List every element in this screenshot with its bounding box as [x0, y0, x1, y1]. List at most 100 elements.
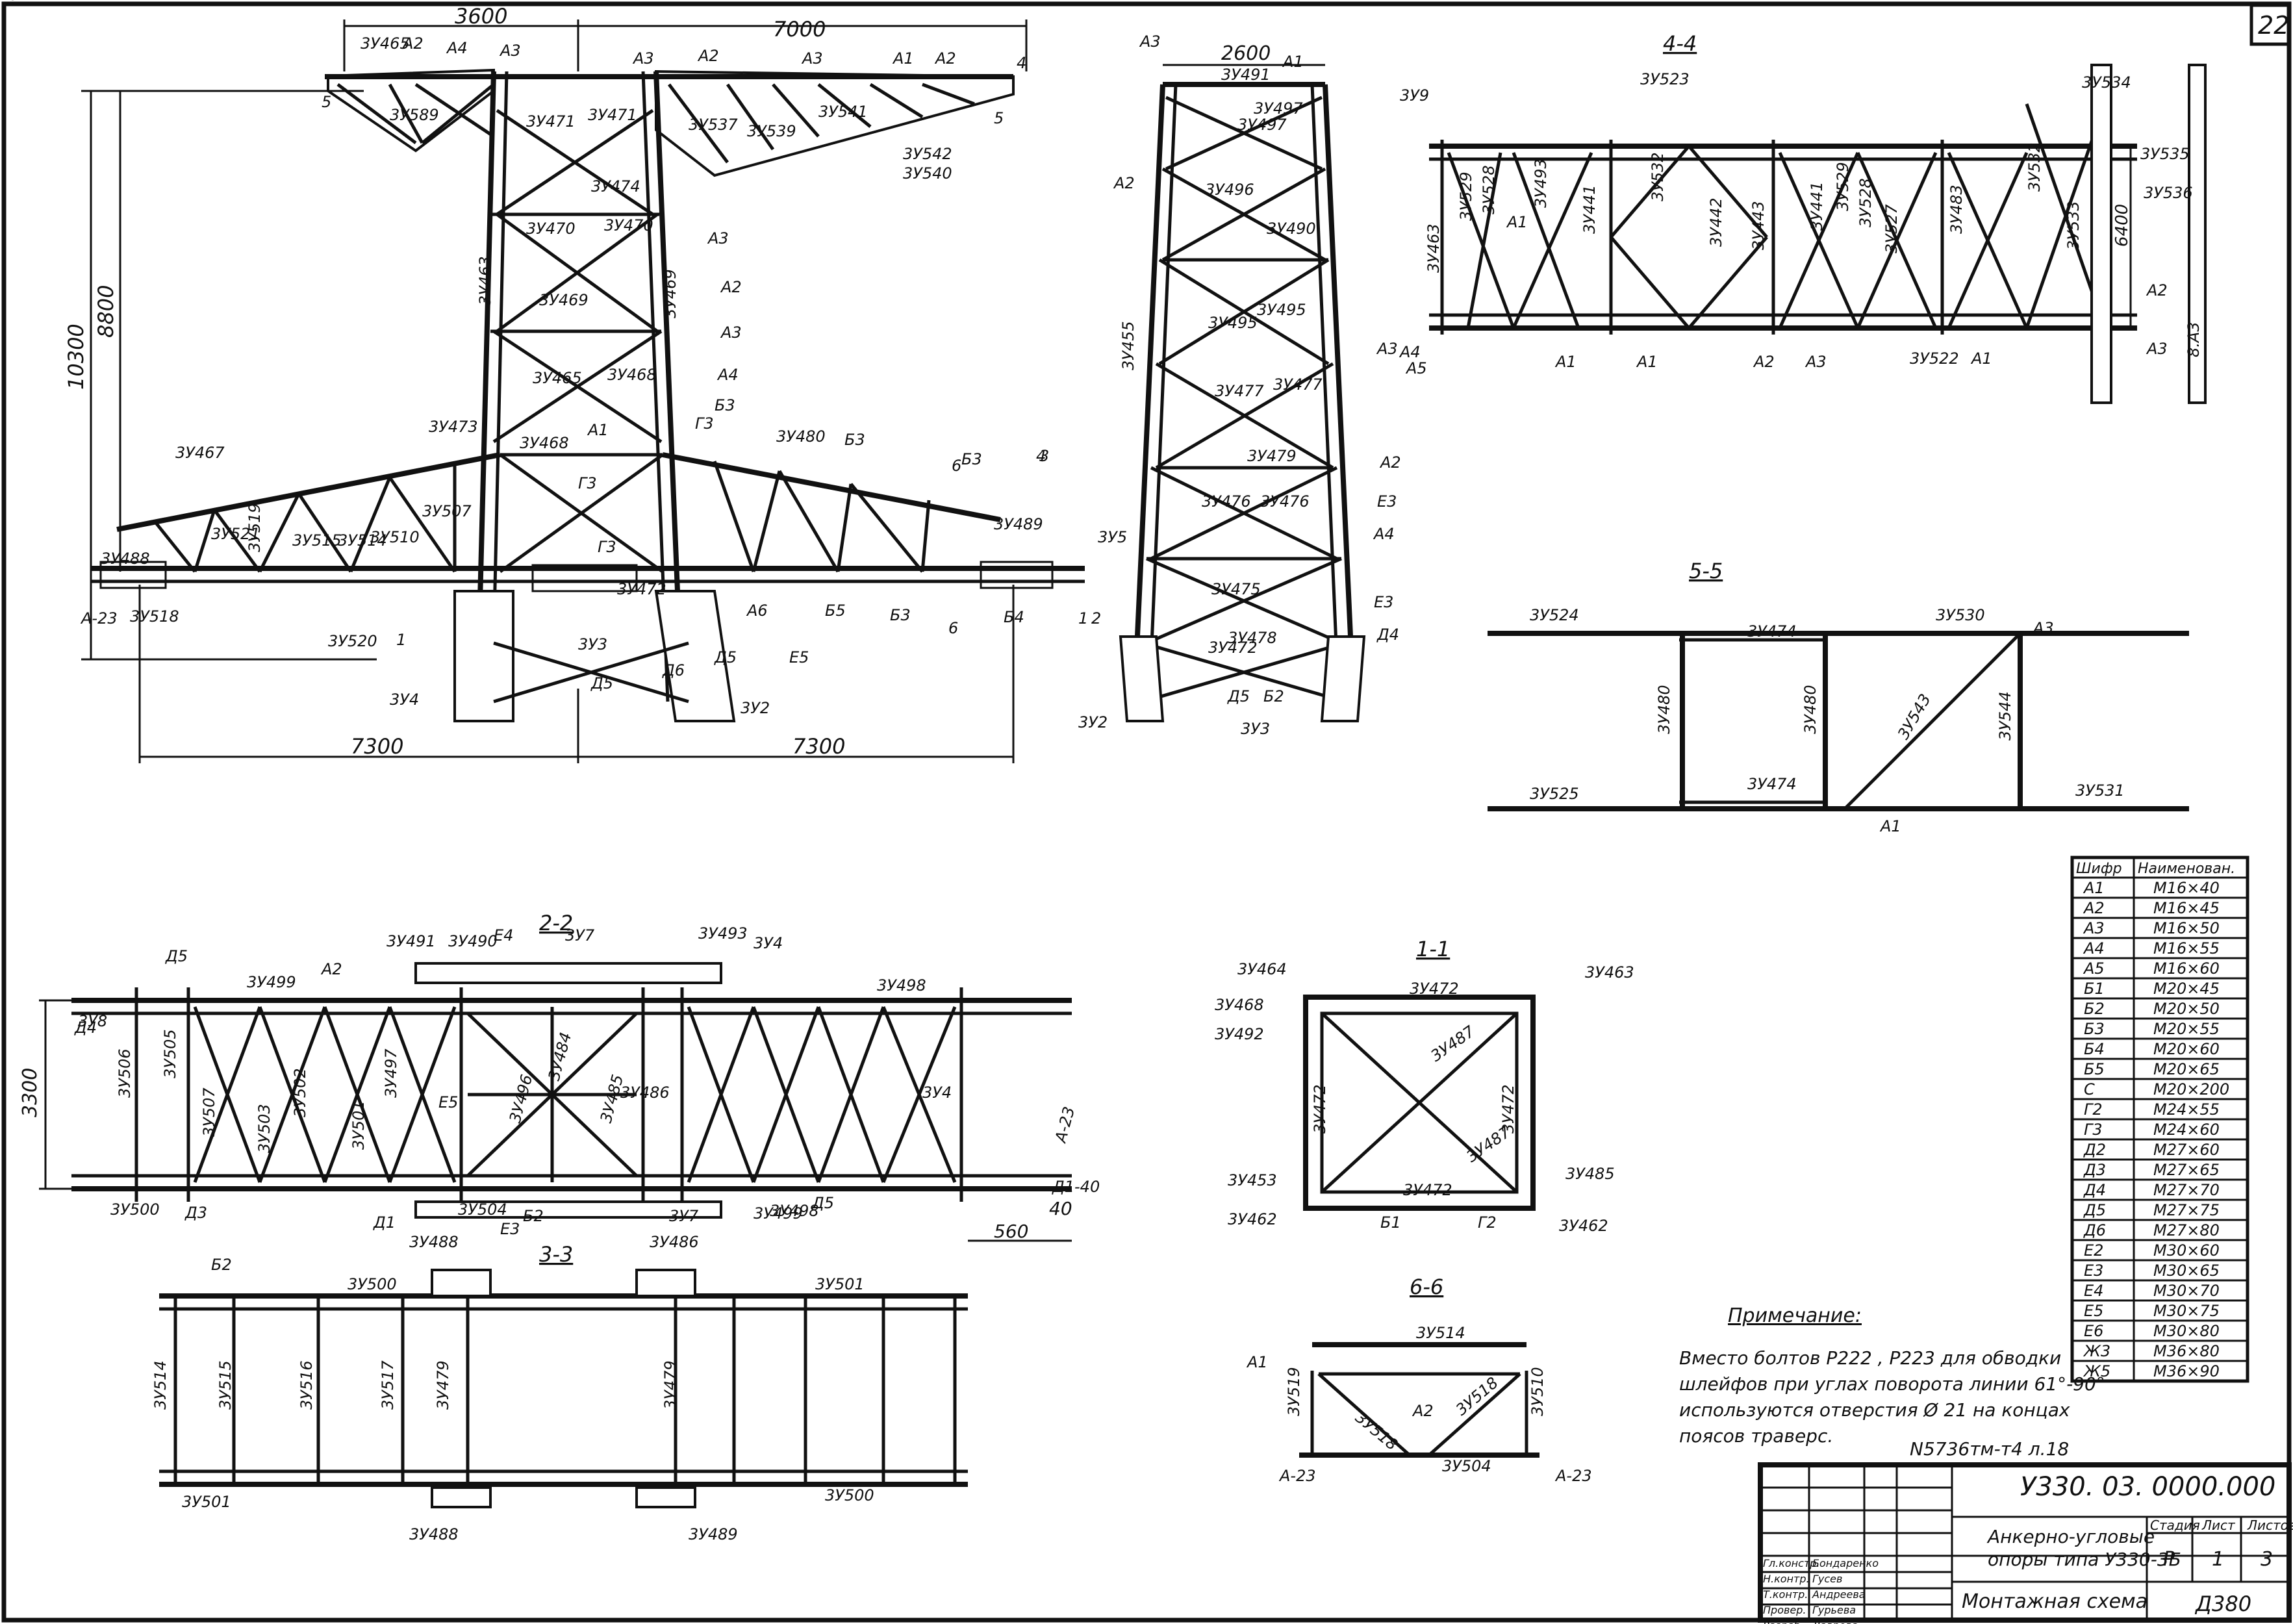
- main-label: А6: [746, 602, 768, 620]
- archive-ref: N5736тм-т4 л.18: [1910, 1438, 2069, 1460]
- section-4-4-label: А1: [1554, 353, 1577, 371]
- section-4-4-label: 3У493: [1532, 159, 1550, 208]
- section-2-2-label: Б2: [523, 1207, 544, 1225]
- main-label: Е5: [789, 648, 809, 666]
- section-2-2-label: Д5: [811, 1194, 834, 1212]
- section-2-2-label: 3У502: [291, 1068, 309, 1117]
- spec-row-code: Д3: [2083, 1161, 2106, 1179]
- side-label: 3У491: [1221, 66, 1271, 84]
- section-4-4-label: 3У534: [2082, 73, 2131, 92]
- main-label: 3У469: [661, 269, 679, 318]
- spec-row-code: Б1: [2084, 980, 2105, 998]
- spec-row-name: М27×80: [2153, 1221, 2220, 1239]
- main-label: 6: [952, 457, 961, 475]
- main-label: А3: [801, 49, 823, 68]
- main-label: 3У589: [390, 106, 439, 124]
- section-4-4-side-plate: [2188, 64, 2207, 404]
- spec-row-code: Б2: [2084, 1000, 2105, 1018]
- section-6-6-label: А1: [1246, 1353, 1268, 1371]
- section-6-6-label: А2: [1412, 1402, 1434, 1420]
- section-3-3-label: 3У479: [661, 1360, 679, 1410]
- main-leg-right: [654, 590, 736, 722]
- section-2-2-label: 3У4: [922, 1084, 952, 1102]
- side-label: 3У495: [1208, 314, 1258, 332]
- sheets-header: Листов: [2247, 1517, 2293, 1533]
- dim-7300-left: 7300: [351, 734, 403, 759]
- spec-row-name: М16×45: [2153, 899, 2220, 917]
- section-4-4-label: 3У532: [2025, 142, 2044, 192]
- section-2-2-label: 3У507: [200, 1087, 218, 1137]
- main-label: 3У3: [578, 635, 607, 653]
- format-value: Д380: [2194, 1592, 2251, 1616]
- main-label: 3У469: [539, 291, 589, 309]
- note-line-1: Вместо болтов Р222 , Р223 для обводки: [1679, 1347, 2061, 1369]
- section-3-3-label: 3У488: [409, 1525, 459, 1543]
- section-3-3-label: 3У501: [182, 1493, 231, 1511]
- spec-row-name: М27×65: [2153, 1161, 2220, 1179]
- spec-header-name: Наименован.: [2138, 861, 2235, 877]
- main-label: 3У4: [390, 691, 419, 709]
- dim-3600: 3600: [455, 4, 507, 29]
- main-label: 3У539: [747, 122, 796, 140]
- main-label: Д5: [714, 648, 737, 666]
- spec-row-name: М16×50: [2153, 919, 2220, 937]
- section-2-2-label: Д1-40: [1052, 1178, 1100, 1196]
- side-leg-left: [1119, 635, 1165, 722]
- section-1-1-label: 3У492: [1215, 1025, 1264, 1043]
- main-label: 2: [0, 0, 10, 4]
- section-2-2-label: 3У504: [458, 1200, 507, 1219]
- section-4-4-label: 3У529: [1834, 162, 1852, 211]
- main-leg-left: [453, 590, 514, 722]
- section-1-1-label: 3У485: [1565, 1165, 1615, 1183]
- main-label: 3У472: [617, 580, 666, 598]
- main-label: 3У2: [741, 699, 770, 717]
- section-2-2-label: Е3: [500, 1220, 520, 1238]
- section-4-4-label: 3У442: [1707, 197, 1725, 247]
- section-1-1-label: 3У463: [1585, 963, 1634, 982]
- side-label: 3У497: [1254, 99, 1303, 118]
- note-line-2: шлейфов при углах поворота линии 61°-90°: [1679, 1373, 2105, 1395]
- spec-row-code: С: [2084, 1080, 2095, 1098]
- section-3-3-label: 3У489: [689, 1525, 738, 1543]
- section-1-1-label: 3У453: [1228, 1171, 1277, 1189]
- side-label: 3У490: [1267, 220, 1316, 238]
- section-6-6-title: 6-6: [1410, 1275, 1443, 1299]
- section-4-4-label: 3У533: [2064, 201, 2083, 250]
- section-4-4-label: 3У441: [1580, 184, 1599, 234]
- section-1-1-label: 3У468: [1215, 996, 1264, 1014]
- section-6-6-label: 3У514: [1416, 1324, 1465, 1342]
- section-1-1-label: 3У464: [1237, 960, 1287, 978]
- sign-name: Гусев: [1812, 1573, 1842, 1585]
- section-1-1-label: 3У462: [1228, 1210, 1277, 1228]
- spec-row-code: Б4: [2084, 1040, 2105, 1058]
- section-6-6-label: 3У510: [1528, 1367, 1547, 1416]
- spec-row-name: М24×55: [2153, 1100, 2220, 1119]
- spec-row-code: Д2: [2083, 1141, 2106, 1159]
- title-block: У330. 03. 0000.000 Анкерно-угловые опоры…: [1758, 1462, 2293, 1624]
- section-4-4-label: 3У441: [1808, 181, 1826, 231]
- section-5-5-label: 3У525: [1530, 785, 1579, 803]
- section-1-1-label: Б1: [1380, 1213, 1401, 1232]
- section-2-2-label: 3У4: [754, 934, 783, 952]
- general-note: Примечание: Вместо болтов Р222 , Р223 дл…: [1679, 1304, 2105, 1460]
- main-label: Б3: [715, 396, 735, 414]
- side-label: 3У5: [1098, 528, 1127, 546]
- main-label: 3У507: [422, 502, 472, 520]
- spec-row-code: Е3: [2084, 1262, 2103, 1280]
- spec-row-code: Ж3: [2083, 1342, 2110, 1360]
- main-label: 3У510: [370, 528, 420, 546]
- section-6-6-label: А-23: [1554, 1467, 1592, 1485]
- spec-row-name: М30×75: [2153, 1302, 2220, 1320]
- sheet-header: Лист: [2201, 1517, 2236, 1533]
- side-label: Д4: [1376, 626, 1399, 644]
- side-label: Д5: [1227, 687, 1250, 705]
- main-label: Д5: [590, 674, 613, 692]
- side-label: А1: [1282, 53, 1304, 71]
- main-label: 6: [948, 619, 958, 637]
- section-2-2-label: 491: [0, 0, 30, 4]
- side-label: Б2: [1263, 687, 1284, 705]
- main-label: А1: [587, 421, 609, 439]
